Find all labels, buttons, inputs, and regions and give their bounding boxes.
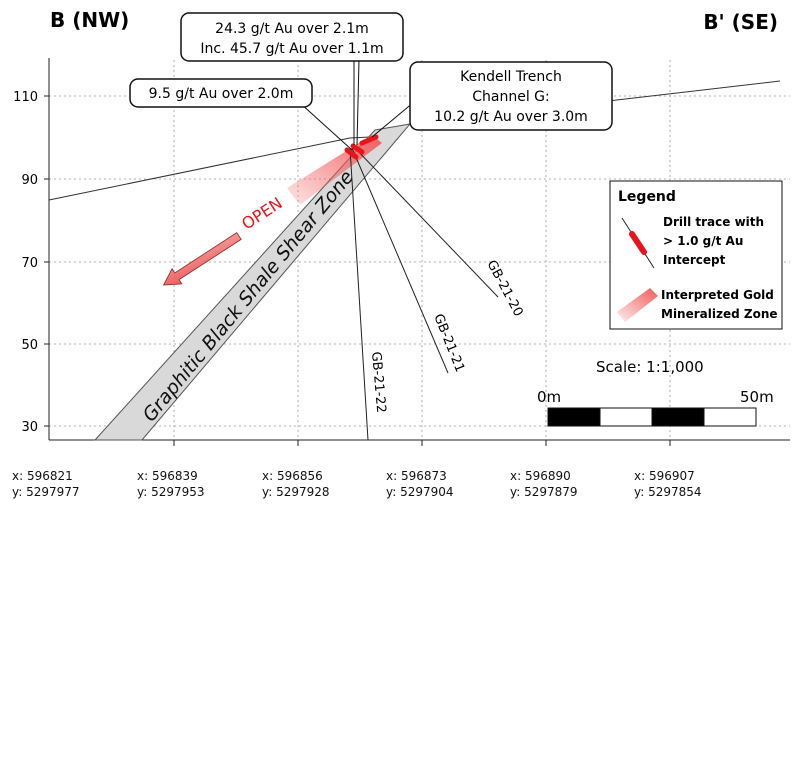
coord-y: y: 5297854: [634, 485, 702, 499]
legend-zone-line1: Interpreted Gold: [661, 288, 774, 302]
coordinate-labels: x: 596821 y: 5297977 x: 596839 y: 529795…: [0, 468, 800, 508]
coord-x: x: 596856: [262, 469, 323, 483]
coord-x: x: 596821: [12, 469, 73, 483]
section-left-label: B (NW): [50, 8, 129, 32]
callout-trench-line1: Kendell Trench: [460, 69, 562, 85]
callout-box-trench: [409, 61, 613, 131]
legend-zone-swatch: [617, 288, 658, 322]
legend-intercept-swatch: [629, 231, 647, 255]
coord-label: x: 596907 y: 5297854: [634, 468, 702, 500]
coord-y: y: 5297879: [510, 485, 578, 499]
callout-hole21-text: 9.5 g/t Au over 2.0m: [149, 86, 294, 102]
scale-bar: [547, 407, 757, 427]
axis-ticks: [44, 95, 671, 446]
drill-trace-gb-21-22: [349, 147, 369, 441]
drill-trace-gb-21-20: [353, 146, 499, 298]
open-arrow: [162, 232, 242, 286]
shear-zone-label: Graphitic Black Shale Shear Zone: [139, 166, 359, 426]
drill-trace-gb-21-21: [351, 147, 449, 374]
coord-y: y: 5297904: [386, 485, 454, 499]
callout-pointer: [299, 102, 353, 151]
callout-trench-line3: 10.2 g/t Au over 3.0m: [434, 109, 588, 125]
coord-x: x: 596873: [386, 469, 447, 483]
callout-pointer: [356, 59, 360, 146]
callout-box-hole21: [129, 78, 313, 108]
callout-trench-line2: Channel G:: [472, 89, 550, 105]
open-label: OPEN: [238, 193, 286, 233]
coord-label: x: 596873 y: 5297904: [386, 468, 454, 500]
coord-label: x: 596856 y: 5297928: [262, 468, 330, 500]
coord-y: y: 5297928: [262, 485, 330, 499]
legend-title: Legend: [618, 189, 676, 205]
elevation-tick-label: 90: [21, 173, 38, 188]
scale-start-label: 0m: [537, 388, 561, 406]
intercept-marker: [344, 147, 359, 160]
coord-x: x: 596839: [137, 469, 198, 483]
coord-x: x: 596907: [634, 469, 695, 483]
coord-label: x: 596839 y: 5297953: [137, 468, 205, 500]
scale-label: Scale: 1:1,000: [596, 358, 704, 376]
callout-hole22-line2: Inc. 45.7 g/t Au over 1.1m: [200, 41, 383, 57]
callout-box-hole22: [180, 12, 404, 62]
hole-label-gb-21-21: GB-21-21: [430, 312, 467, 375]
elevation-tick-label: 50: [21, 338, 38, 353]
legend-zone-line2: Mineralized Zone: [661, 307, 778, 321]
coord-label: x: 596821 y: 5297977: [12, 468, 80, 500]
intercept-marker: [359, 134, 379, 146]
coord-label: x: 596890 y: 5297879: [510, 468, 578, 500]
coord-x: x: 596890: [510, 469, 571, 483]
legend-drill-line2: > 1.0 g/t Au: [663, 234, 743, 248]
elevation-tick-label: 70: [21, 256, 38, 271]
coord-y: y: 5297977: [12, 485, 80, 499]
hole-label-gb-21-22: GB-21-22: [368, 351, 388, 414]
legend-drill-line3: Intercept: [663, 253, 726, 267]
elevation-tick-label: 110: [13, 90, 38, 105]
section-right-label: B' (SE): [703, 10, 778, 34]
elevation-tick-label: 30: [21, 420, 38, 435]
coord-y: y: 5297953: [137, 485, 205, 499]
scale-end-label: 50m: [740, 388, 774, 406]
legend-drill-line1: Drill trace with: [663, 215, 764, 229]
callout-hole22-line1: 24.3 g/t Au over 2.1m: [215, 21, 369, 37]
intercept-marker: [350, 143, 365, 155]
